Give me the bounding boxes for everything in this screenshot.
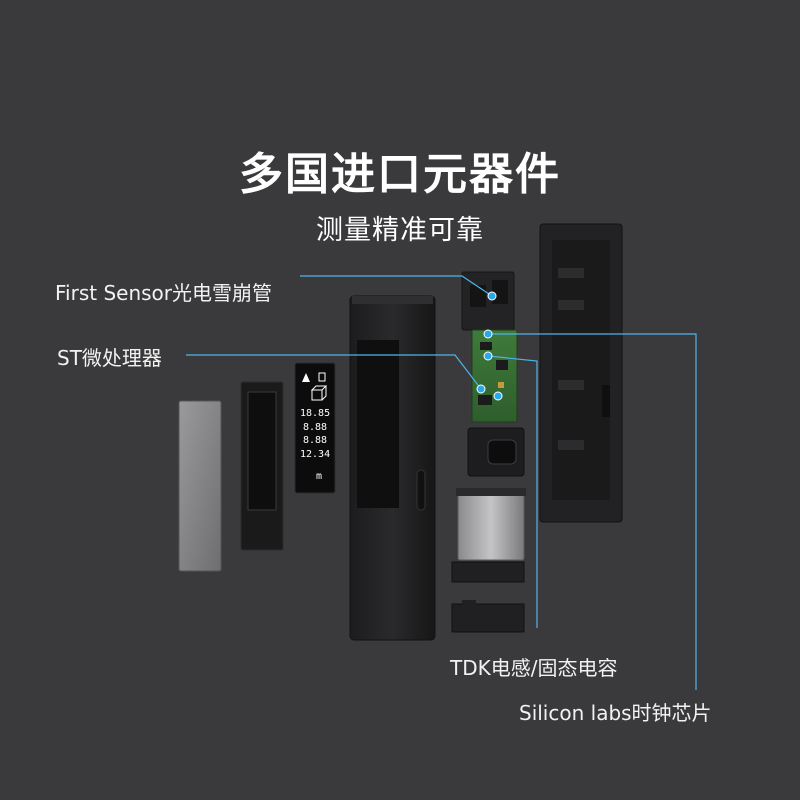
callout-tdk: TDK电感/固态电容 (450, 656, 618, 680)
lcd-readings: 18.85 8.88 8.88 12.34 (300, 407, 330, 461)
callout-line-st (186, 354, 482, 390)
display-window (247, 391, 277, 511)
glass-cover (178, 400, 222, 572)
pcb-chip-3 (478, 395, 492, 405)
housing-top-face (352, 296, 433, 304)
chassis-rib-3 (558, 380, 584, 390)
callout-dots (476, 291, 503, 401)
callout-line-silicon-labs (488, 333, 697, 690)
sensor-lens (470, 285, 486, 307)
lcd-reading-2: 8.88 (302, 421, 328, 433)
bracket-tab (462, 600, 476, 608)
side-button (416, 469, 426, 511)
callout-line-first-sensor (300, 275, 493, 297)
chassis-slot (602, 385, 610, 417)
chassis-inner (552, 240, 610, 500)
lcd-reading-1: 18.85 (300, 408, 331, 419)
lcd-reading-3: 8.88 (302, 435, 328, 446)
lcd-panel (294, 362, 336, 494)
dot-silicon-labs (483, 329, 493, 339)
headline-subtitle: 测量精准可靠 (316, 215, 484, 246)
housing-screen-slot (357, 340, 399, 508)
usb-c-opening (487, 439, 517, 465)
cube-mode-icon (310, 385, 328, 401)
chassis-rib-1 (558, 268, 584, 278)
callout-silicon-labs: Silicon labs时钟芯片 (519, 701, 712, 725)
battery-top (456, 488, 526, 496)
callout-lines (186, 275, 697, 690)
callout-line-tdk (487, 355, 538, 628)
bottom-bracket-1 (451, 561, 525, 583)
headline-title: 多国进口元器件 (239, 149, 561, 200)
bottom-bracket-2 (451, 603, 525, 633)
callout-first-sensor: First Sensor光电雪崩管 (55, 281, 273, 305)
battery-cell (457, 491, 525, 561)
dot-pcb-4 (493, 391, 503, 401)
lcd-unit: m (316, 471, 323, 482)
lcd-reading-4: 12.34 (300, 448, 331, 460)
battery-icon (318, 372, 326, 382)
pcb-chip-1 (480, 342, 492, 350)
pcb-chip-2 (496, 360, 508, 370)
callout-st: ST微处理器 (57, 346, 162, 370)
dot-st (476, 384, 486, 394)
laser-triangle-icon (302, 373, 310, 382)
chassis-rib-2 (558, 300, 584, 310)
dot-first-sensor (487, 291, 497, 301)
pcb-board (471, 329, 518, 423)
dot-tdk (483, 351, 493, 361)
sensor-lens-2 (492, 280, 508, 304)
chassis-rib-4 (558, 440, 584, 450)
pcb-capacitor (498, 382, 504, 388)
